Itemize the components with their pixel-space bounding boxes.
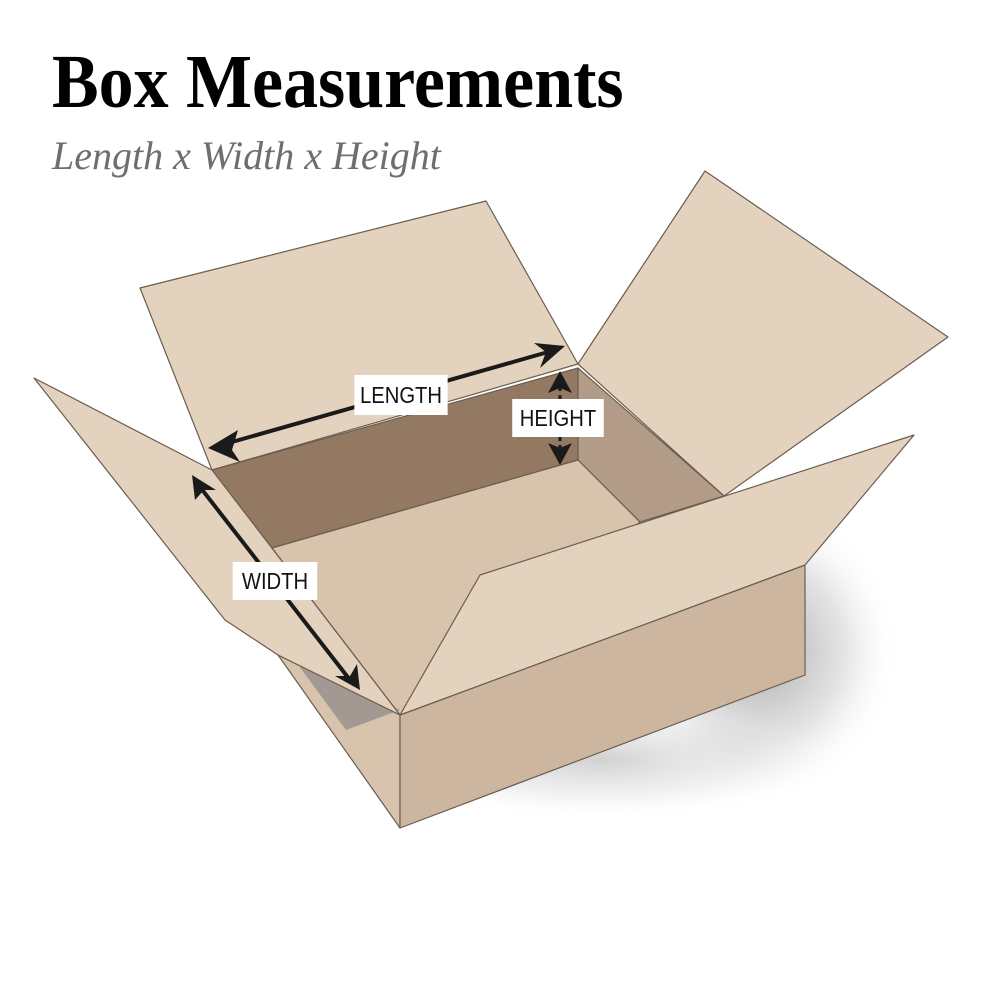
width-label: WIDTH (232, 562, 318, 600)
front-flap (399, 434, 915, 716)
page-title: Box Measurements (52, 40, 624, 124)
right-flap (577, 170, 949, 497)
page-subtitle: Length x Width x Height (52, 133, 441, 178)
length-label: LENGTH (354, 375, 448, 415)
left-flap (33, 377, 401, 716)
left-side-shadow (296, 662, 400, 730)
height-label: HEIGHT (512, 399, 604, 437)
